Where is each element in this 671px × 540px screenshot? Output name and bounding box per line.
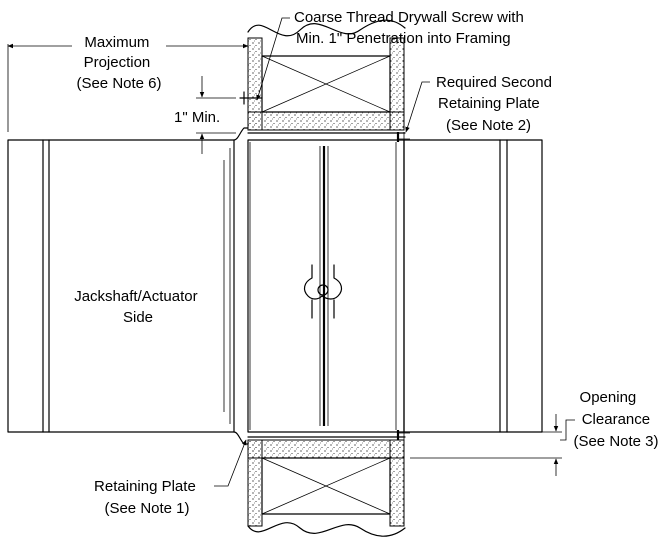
second-plate-label: Required Second Retaining Plate (See Not… <box>436 74 556 134</box>
min-dimension-label: 1" Min. <box>174 109 220 126</box>
jackshaft-label: Jackshaft/Actuator Side <box>74 288 202 326</box>
screw-label: Coarse Thread Drywall Screw with Min. 1"… <box>294 9 528 47</box>
damper-hinge-lower <box>311 299 335 319</box>
second-plate-leader <box>405 81 430 133</box>
opening-clearance-dimension <box>410 414 562 476</box>
lower-wall-right-gypsum <box>389 439 405 527</box>
sleeve-left-body <box>7 139 235 433</box>
min-dimension <box>196 76 236 154</box>
top-plate-fastener <box>398 132 410 146</box>
lower-wall-section <box>247 436 406 537</box>
lower-wall-break-line <box>247 522 406 537</box>
bottom-plate-fastener <box>398 426 410 440</box>
lower-stud-cross-b <box>261 457 391 515</box>
sleeve-right <box>396 132 543 440</box>
opening-clearance-leader <box>560 419 575 441</box>
lower-framing-plate <box>247 439 405 459</box>
sleeve-right-body <box>403 139 543 433</box>
damper-hinge-pivot <box>317 284 329 296</box>
damper-hinge-bracket <box>303 264 343 300</box>
damper-frame <box>247 139 405 433</box>
sleeve-left-top-flare <box>233 127 249 141</box>
lower-wall-left-gypsum <box>247 439 263 527</box>
retaining-plate-leader <box>214 439 247 487</box>
upper-wall-break-line <box>247 19 406 37</box>
sleeve-left <box>7 127 249 445</box>
lower-stud <box>261 457 391 515</box>
upper-wall-section <box>247 19 406 134</box>
upper-framing-plate <box>247 111 405 131</box>
upper-stud-cross-b <box>261 55 391 113</box>
retaining-plate-label: Retaining Plate (See Note 1) <box>94 478 200 517</box>
max-projection-dimension <box>7 38 249 132</box>
sleeve-left-bottom-flare <box>233 431 249 445</box>
screw-leader <box>256 17 290 101</box>
max-projection-label: Maximum Projection (See Note 6) <box>76 34 161 92</box>
opening-clearance-label: Opening Clearance (See Note 3) <box>573 389 658 450</box>
